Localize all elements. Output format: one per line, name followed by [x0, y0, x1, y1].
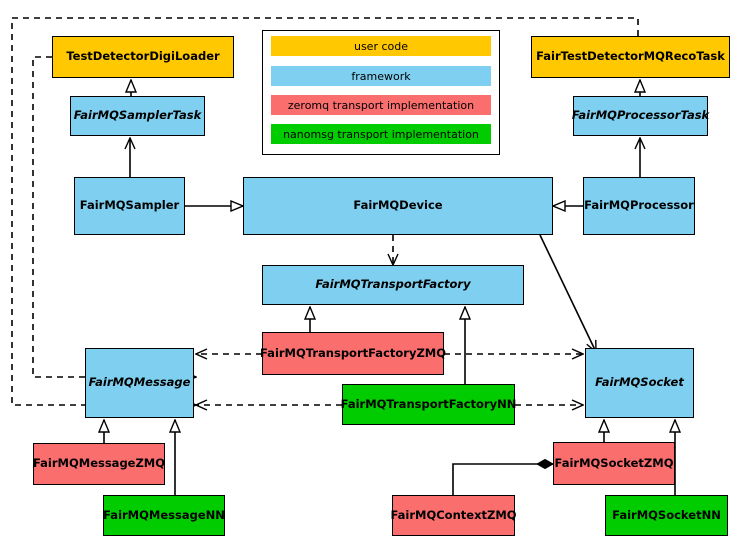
edge-recotask-message: [11, 17, 639, 405]
legend-item-label: user code: [353, 39, 409, 53]
class-node-fairmqsocket[interactable]: FairMQSocket: [585, 348, 694, 418]
class-node-label: FairMQTransportFactory: [315, 277, 471, 292]
class-node-label: FairMQMessageNN: [103, 507, 225, 522]
legend-item-nanomsg: nanomsg transport implementation: [271, 124, 491, 144]
class-node-label: FairMQTransportFactoryZMQ: [260, 345, 447, 360]
class-node-label: FairMQSocket: [595, 375, 684, 390]
legend-item-label: framework: [351, 69, 411, 83]
class-node-label: FairMQProcessor: [584, 198, 694, 213]
class-node-fairmqsamplertask[interactable]: FairMQSamplerTask: [70, 96, 205, 136]
legend-item-label: nanomsg transport implementation: [283, 127, 479, 141]
class-node-label: FairMQSampler: [79, 198, 180, 213]
legend-item-label: zeromq transport implementation: [287, 98, 475, 112]
class-node-fairmqmessage[interactable]: FairMQMessage: [85, 348, 194, 418]
legend-item-user-code: user code: [271, 36, 491, 56]
class-node-label: FairMQProcessorTask: [571, 108, 710, 123]
class-node-fairmqsampler[interactable]: FairMQSampler: [74, 177, 185, 235]
legend-item-framework: framework: [271, 66, 491, 86]
class-node-fairmqtransportfactorynn[interactable]: FairMQTransportFactoryNN: [340, 384, 517, 425]
class-node-fairmqsocketzmq[interactable]: FairMQSocketZMQ: [553, 442, 675, 485]
class-node-label: FairTestDetectorMQRecoTask: [536, 49, 725, 64]
class-node-label: FairMQSocketZMQ: [554, 455, 674, 470]
class-node-fairmqprocessor[interactable]: FairMQProcessor: [583, 177, 695, 235]
class-node-label: FairMQSocketNN: [612, 507, 721, 522]
class-node-label: FairMQMessageZMQ: [32, 456, 166, 471]
class-node-label: FairMQTransportFactoryNN: [340, 396, 517, 411]
class-node-fairmqdevice[interactable]: FairMQDevice: [243, 177, 553, 235]
class-node-fairmqsocketnn[interactable]: FairMQSocketNN: [605, 495, 728, 536]
class-node-label: FairMQMessage: [88, 375, 191, 390]
class-node-fairmqtransportfactoryzmq[interactable]: FairMQTransportFactoryZMQ: [260, 332, 447, 375]
class-node-label: FairMQDevice: [353, 198, 443, 213]
class-node-label: FairMQSamplerTask: [73, 108, 202, 123]
legend-item-zeromq: zeromq transport implementation: [271, 95, 491, 115]
edge-contextzmq-socketzmq: [452, 464, 553, 495]
class-node-fairtestdetectormqrecotask[interactable]: FairTestDetectorMQRecoTask: [531, 36, 730, 78]
class-node-testdetectordigiloader[interactable]: TestDetectorDigiLoader: [52, 36, 234, 78]
class-node-label: TestDetectorDigiLoader: [66, 49, 220, 64]
edge-device-socket: [539, 234, 596, 352]
class-node-fairmqcontextzmq[interactable]: FairMQContextZMQ: [390, 495, 517, 536]
class-node-fairmqprocessortask[interactable]: FairMQProcessorTask: [571, 96, 710, 136]
class-node-fairmqmessagenn[interactable]: FairMQMessageNN: [103, 495, 225, 536]
class-node-fairmqtransportfactory[interactable]: FairMQTransportFactory: [262, 265, 524, 305]
class-node-fairmqmessagezmq[interactable]: FairMQMessageZMQ: [33, 443, 165, 485]
class-node-label: FairMQContextZMQ: [390, 507, 517, 522]
